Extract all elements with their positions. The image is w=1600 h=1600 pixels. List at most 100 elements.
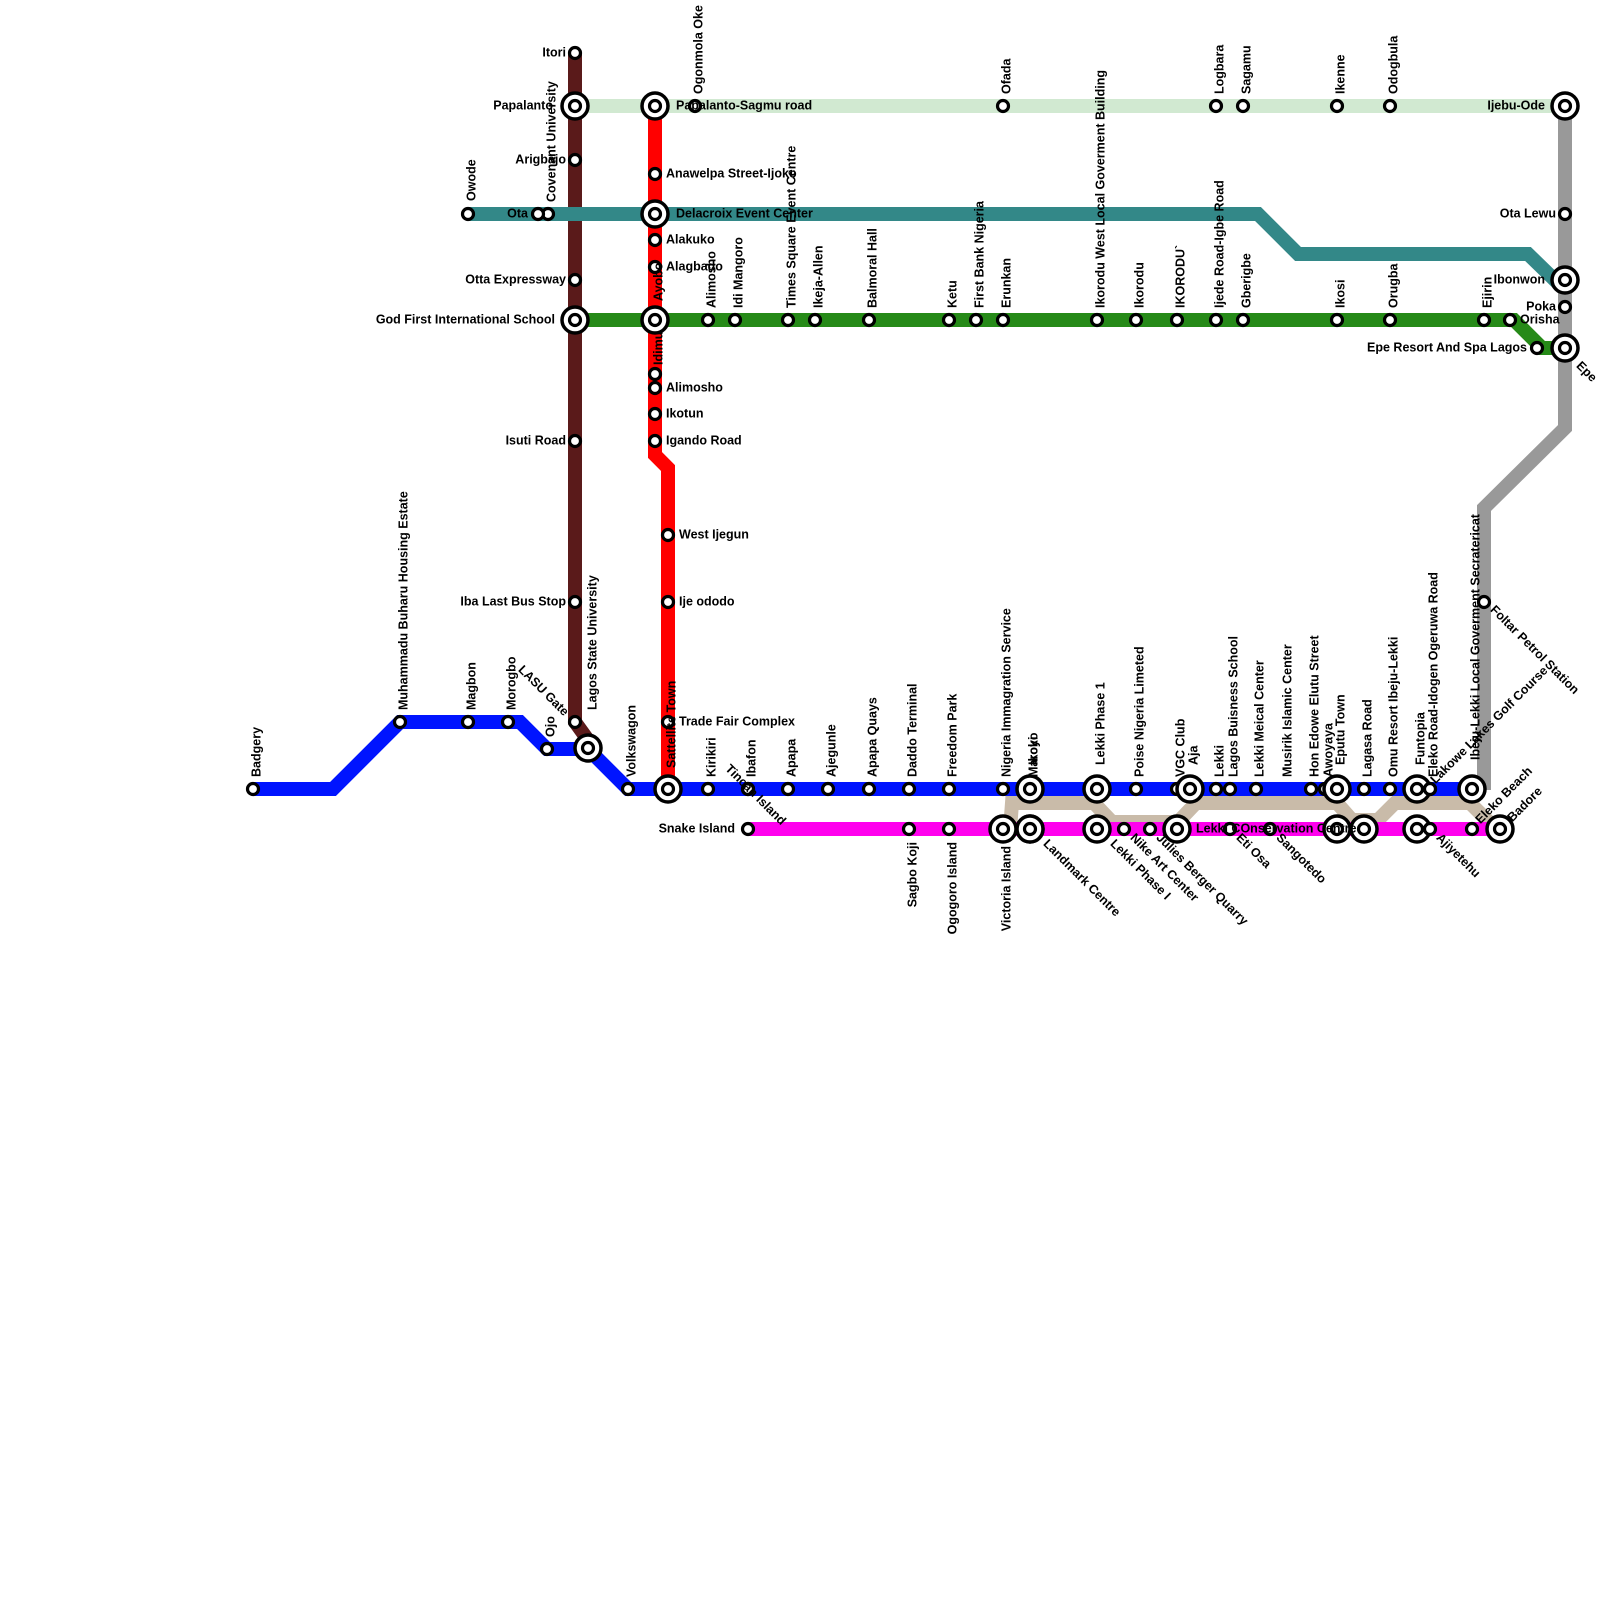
station-marker[interactable] [1169,312,1185,328]
station-marker[interactable] [245,781,261,797]
station-marker[interactable] [780,781,796,797]
station-marker[interactable] [647,259,663,275]
station-marker[interactable] [530,206,546,222]
station-marker[interactable] [1422,781,1438,797]
station-marker[interactable] [1550,265,1580,295]
station-marker[interactable] [567,152,583,168]
station-marker[interactable] [901,821,917,837]
station-marker[interactable] [700,781,716,797]
station-marker[interactable] [1262,821,1278,837]
station-marker[interactable] [1015,814,1045,844]
station-marker[interactable] [1082,774,1112,804]
station-marker[interactable] [1082,814,1112,844]
station-marker[interactable] [1208,781,1224,797]
station-marker[interactable] [1422,821,1438,837]
station-marker[interactable] [820,781,836,797]
station-marker[interactable] [647,166,663,182]
station-marker[interactable] [660,594,676,610]
station-marker[interactable] [1128,781,1144,797]
station-marker[interactable] [727,312,743,328]
station-marker[interactable] [1322,814,1352,844]
station-marker[interactable] [988,814,1018,844]
station-marker[interactable] [567,45,583,61]
station-marker[interactable] [1248,781,1264,797]
station-marker[interactable] [560,91,590,121]
station-marker[interactable] [560,305,590,335]
station-marker[interactable] [1116,821,1132,837]
station-marker[interactable] [780,312,796,328]
station-marker[interactable] [941,781,957,797]
station-marker[interactable] [660,714,676,730]
interchange-marker[interactable] [1349,814,1379,844]
station-marker[interactable] [1222,781,1238,797]
station-marker[interactable] [1382,98,1398,114]
station-marker[interactable] [1464,821,1480,837]
station-marker[interactable] [653,774,683,804]
station-marker[interactable] [640,91,670,121]
station-marker[interactable] [1550,91,1580,121]
station-marker[interactable] [968,312,984,328]
station-marker[interactable] [647,232,663,248]
station-marker[interactable] [941,821,957,837]
station-marker[interactable] [1329,98,1345,114]
station-marker[interactable] [1457,774,1487,804]
station-marker[interactable] [573,733,603,763]
station-marker[interactable] [1208,312,1224,328]
station-marker[interactable] [1089,312,1105,328]
station-marker[interactable] [500,714,516,730]
station-marker[interactable] [539,741,555,757]
station-marker[interactable] [1502,312,1518,328]
station-marker[interactable] [700,312,716,328]
station-marker[interactable] [1476,312,1492,328]
station-marker[interactable] [687,98,703,114]
station-marker[interactable] [567,433,583,449]
station-marker[interactable] [640,199,670,229]
station-marker[interactable] [640,305,670,335]
station-marker[interactable] [1322,774,1352,804]
station-marker[interactable] [647,380,663,396]
station-marker[interactable] [1128,312,1144,328]
station-marker[interactable] [1235,98,1251,114]
station-marker[interactable] [567,714,583,730]
station-marker[interactable] [567,594,583,610]
station-marker[interactable] [1162,814,1192,844]
station-marker[interactable] [647,406,663,422]
station-marker[interactable] [1015,774,1045,804]
station-marker[interactable] [1382,781,1398,797]
station-marker[interactable] [1208,98,1224,114]
station-marker[interactable] [995,312,1011,328]
station-marker[interactable] [567,272,583,288]
station-marker[interactable] [620,781,636,797]
station-marker[interactable] [1222,821,1238,837]
station-marker[interactable] [392,714,408,730]
station-marker[interactable] [1329,312,1345,328]
station-marker[interactable] [1485,814,1515,844]
station-marker[interactable] [1303,781,1319,797]
station-marker[interactable] [807,312,823,328]
station-marker[interactable] [647,366,663,382]
station-marker[interactable] [861,781,877,797]
station-marker[interactable] [1402,774,1432,804]
station-marker[interactable] [995,98,1011,114]
station-marker[interactable] [1356,781,1372,797]
station-marker[interactable] [1235,312,1251,328]
station-marker[interactable] [1529,340,1545,356]
station-marker[interactable] [740,821,756,837]
interchange-marker[interactable] [1402,814,1432,844]
station-marker[interactable] [901,781,917,797]
station-marker[interactable] [941,312,957,328]
station-marker[interactable] [861,312,877,328]
station-marker[interactable] [647,433,663,449]
station-marker[interactable] [460,206,476,222]
station-marker[interactable] [660,527,676,543]
station-marker[interactable] [1557,206,1573,222]
station-marker[interactable] [1557,299,1573,315]
station-marker[interactable] [1382,312,1398,328]
station-marker[interactable] [1175,774,1205,804]
station-marker[interactable] [740,781,756,797]
station-marker[interactable] [995,781,1011,797]
station-marker[interactable] [460,714,476,730]
station-marker[interactable] [1476,594,1492,610]
station-marker[interactable] [1550,333,1580,363]
station-marker[interactable] [1142,821,1158,837]
